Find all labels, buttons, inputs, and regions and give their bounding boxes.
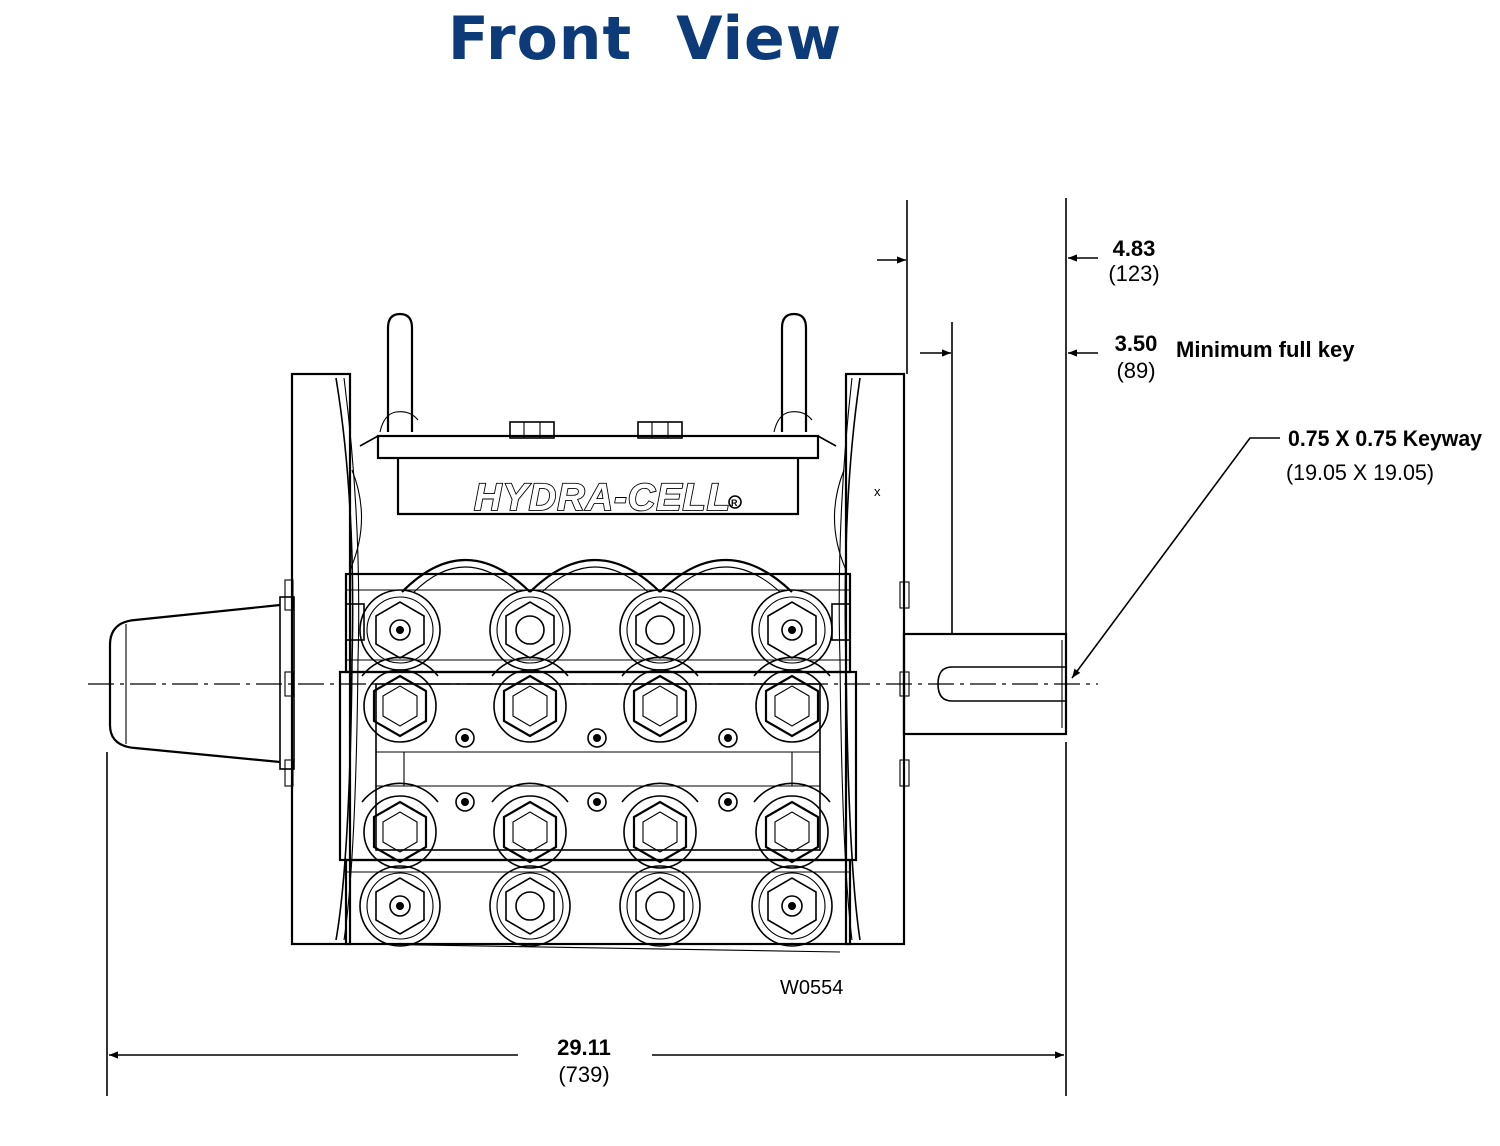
dim-min-full-key-metric: (89): [1116, 358, 1155, 383]
top-housing: [349, 421, 847, 571]
valve-3-2: [490, 782, 570, 870]
manifold-arches: [401, 559, 793, 593]
valve-2-4: [752, 656, 832, 744]
drive-shaft: [902, 632, 1068, 736]
port-lower-2: [489, 865, 571, 947]
valve-3-4: [752, 782, 832, 870]
keyway-label: 0.75 X 0.75 Keyway: [1288, 426, 1483, 451]
bolt: [587, 792, 607, 812]
valve-3-1: [360, 782, 440, 870]
dim-min-full-key-label: Minimum full key: [1176, 337, 1355, 362]
dim-min-full-key-value: 3.50: [1115, 331, 1158, 356]
marker-x: x: [874, 484, 881, 499]
dim-overall-width-value: 29.11: [557, 1035, 611, 1060]
drawing-number: W0554: [780, 977, 843, 999]
left-flange: [290, 372, 360, 946]
lifting-handles: [379, 312, 813, 433]
dim-shaft-extension-metric: (123): [1108, 261, 1159, 286]
bolt: [718, 792, 738, 812]
valve-3-3: [620, 782, 700, 870]
valve-body: [338, 670, 858, 862]
logo-text: HYDRA-CELL: [474, 477, 731, 519]
bolt: [587, 728, 607, 748]
port-lower-4: [751, 865, 833, 947]
valve-2-2: [490, 656, 570, 744]
page-title: Front View: [447, 4, 843, 74]
keyway-leader: [1071, 437, 1280, 679]
dim-overall-width-metric: (739): [558, 1062, 609, 1087]
bolt: [455, 728, 475, 748]
motor-adapter-cone: [108, 579, 295, 787]
valve-2-3: [620, 656, 700, 744]
lower-manifold: [344, 858, 852, 953]
bolt: [455, 792, 475, 812]
port-lower-1: [359, 865, 441, 947]
bolt: [718, 728, 738, 748]
dim-shaft-extension-value: 4.83: [1113, 236, 1156, 261]
keyway-metric: (19.05 X 19.05): [1286, 460, 1434, 485]
port-lower-3: [619, 865, 701, 947]
svg-text:R: R: [731, 498, 738, 508]
valve-2-1: [360, 656, 440, 744]
